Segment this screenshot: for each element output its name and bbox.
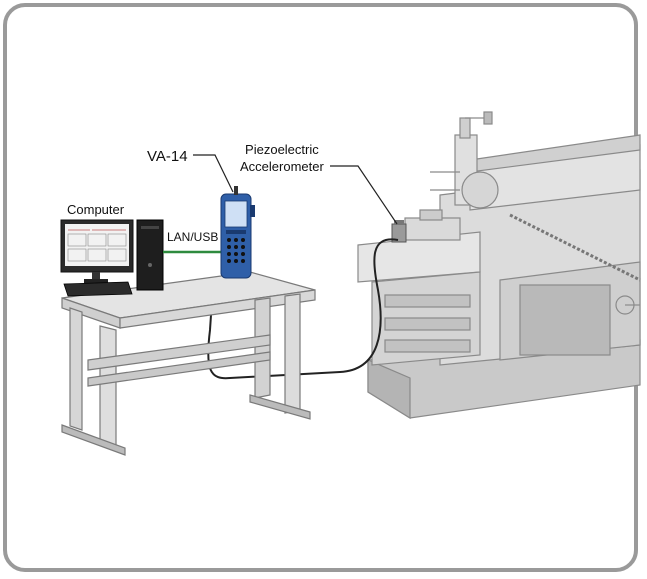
lan-usb-label: LAN/USB [167, 230, 219, 244]
computer-label: Computer [67, 202, 125, 217]
sensor-label-line1: Piezoelectric [245, 142, 319, 157]
computer [60, 219, 164, 297]
sensor-label: Piezoelectric Accelerometer [240, 141, 324, 175]
shaper-machine [357, 111, 641, 420]
piezoelectric-accelerometer [391, 220, 407, 243]
sensor-label-line2: Accelerometer [240, 159, 324, 174]
sensor-leader-line [330, 165, 398, 225]
device-leader-line [193, 154, 234, 193]
device-label: VA-14 [147, 148, 188, 165]
desk [61, 271, 316, 456]
va-14-device [220, 186, 255, 279]
